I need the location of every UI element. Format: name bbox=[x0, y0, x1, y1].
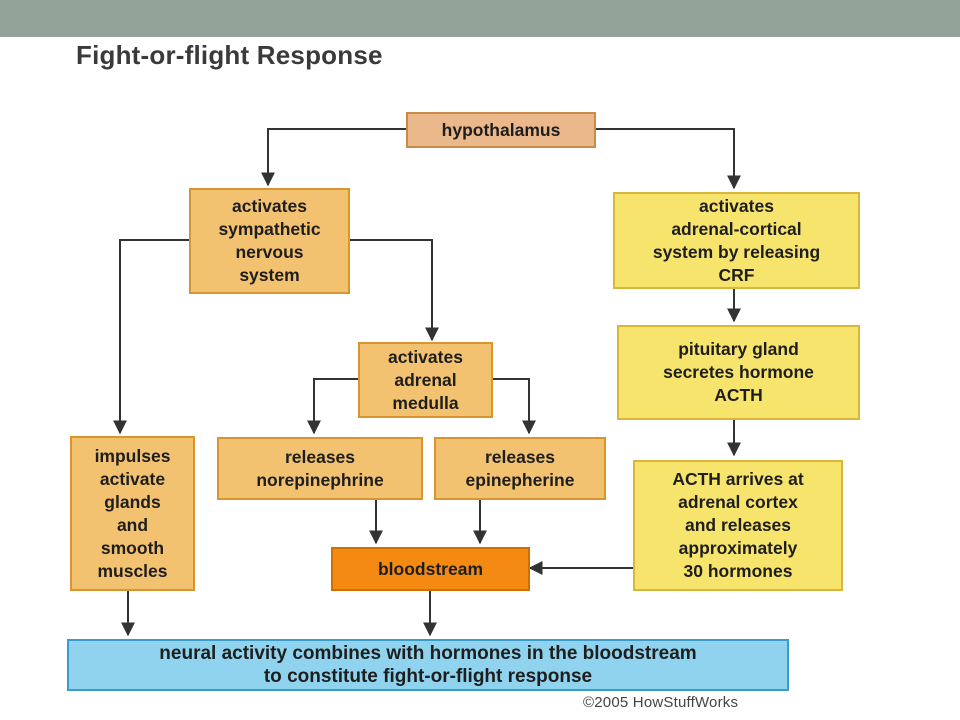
node-fight-or-flight-result: neural activity combines with hormones i… bbox=[67, 639, 789, 691]
arrow-sympathetic-to-impulses bbox=[113, 239, 189, 435]
node-acth-arrives: ACTH arrives at adrenal cortex and relea… bbox=[633, 460, 843, 591]
arrow-medulla-to-norepinephrine bbox=[307, 378, 358, 435]
node-adrenal-medulla: activates adrenal medulla bbox=[358, 342, 493, 418]
node-sympathetic-nervous-system: activates sympathetic nervous system bbox=[189, 188, 350, 294]
arrow-hypothalamus-to-sympathetic bbox=[261, 128, 406, 187]
arrow-sympathetic-to-medulla bbox=[350, 239, 439, 342]
page-title: Fight-or-flight Response bbox=[76, 40, 383, 70]
node-bloodstream: bloodstream bbox=[331, 547, 530, 591]
copyright-notice: ©2005 HowStuffWorks bbox=[583, 694, 739, 711]
node-epinepherine: releases epinepherine bbox=[434, 437, 606, 500]
node-norepinephrine: releases norepinephrine bbox=[217, 437, 423, 500]
node-pituitary-gland: pituitary gland secretes hormone ACTH bbox=[617, 325, 860, 420]
node-hypothalamus: hypothalamus bbox=[406, 112, 596, 148]
node-impulses: impulses activate glands and smooth musc… bbox=[70, 436, 195, 591]
arrow-medulla-to-epinepherine bbox=[493, 378, 536, 435]
arrow-hypothalamus-to-cortical bbox=[596, 128, 741, 190]
node-adrenal-cortical-system: activates adrenal-cortical system by rel… bbox=[613, 192, 860, 289]
top-bar bbox=[0, 0, 960, 37]
